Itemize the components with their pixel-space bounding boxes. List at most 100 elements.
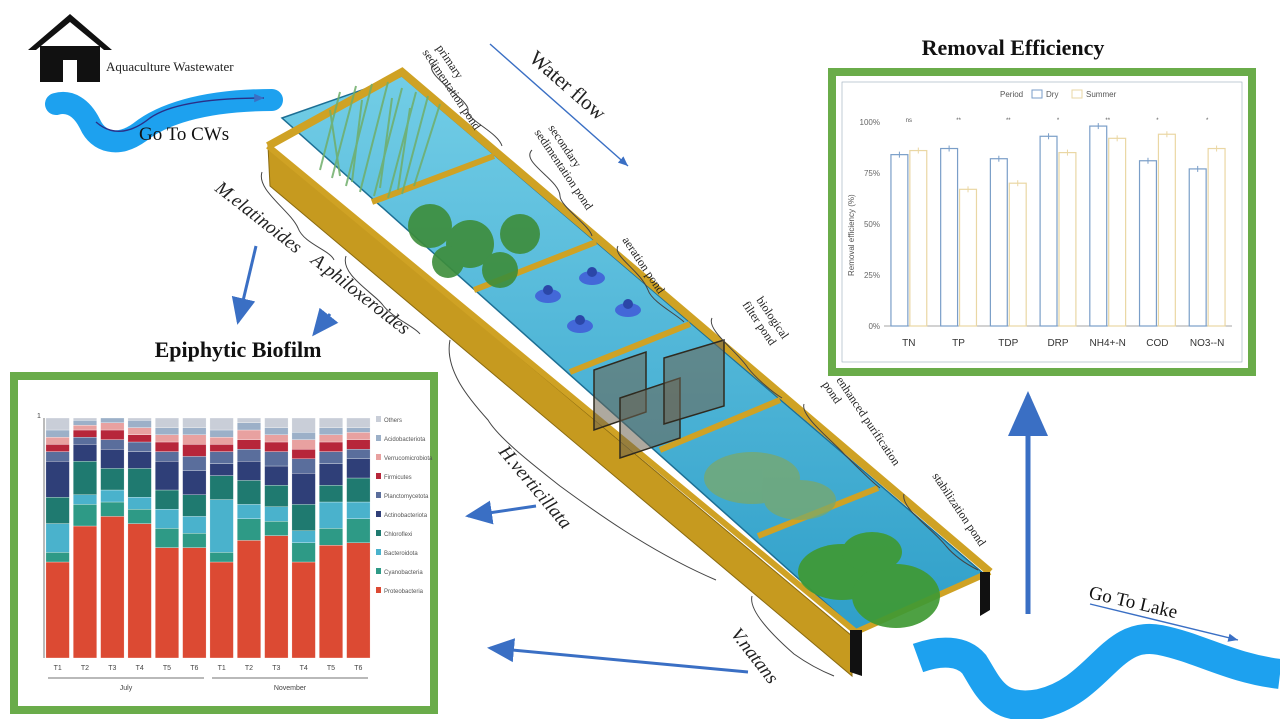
biofilm-segment bbox=[319, 528, 343, 546]
biofilm-segment bbox=[346, 458, 371, 479]
biofilm-segment bbox=[155, 528, 179, 548]
removal-significance-label: ** bbox=[1105, 118, 1110, 124]
biofilm-segment bbox=[319, 451, 343, 464]
biofilm-segment bbox=[209, 451, 234, 464]
biofilm-segment bbox=[264, 465, 289, 486]
biofilm-segment bbox=[45, 429, 70, 438]
removal-bar-dry bbox=[1188, 168, 1207, 327]
biofilm-legend-label: Firmicutes bbox=[384, 475, 412, 481]
biofilm-legend-label: Cyanobacteria bbox=[384, 570, 423, 576]
biofilm-legend-swatch bbox=[376, 435, 381, 441]
biofilm-segment bbox=[346, 449, 371, 459]
biofilm-segment bbox=[264, 485, 289, 507]
removal-bar-summer bbox=[1157, 133, 1176, 327]
flow-arrows bbox=[231, 245, 1048, 674]
removal-x-tick-label: TN bbox=[902, 338, 915, 349]
biofilm-segment bbox=[155, 417, 179, 428]
biofilm-segment bbox=[209, 499, 234, 553]
biofilm-segment bbox=[237, 417, 261, 423]
biofilm-segment bbox=[209, 429, 234, 438]
biofilm-segment bbox=[155, 441, 179, 452]
biofilm-segment bbox=[264, 506, 289, 522]
biofilm-segment bbox=[346, 542, 371, 659]
biofilm-segment bbox=[182, 516, 207, 534]
legend-group-label: Period bbox=[1000, 90, 1023, 99]
biofilm-segment bbox=[209, 561, 234, 659]
biofilm-legend-label: Chloroflexi bbox=[384, 532, 412, 538]
removal-significance-label: ** bbox=[956, 118, 961, 124]
biofilm-x-tick-label: T4 bbox=[136, 665, 144, 672]
biofilm-segment bbox=[346, 432, 371, 440]
biofilm-segment bbox=[100, 468, 125, 491]
legend-label-summer: Summer bbox=[1086, 90, 1117, 99]
removal-bar-summer bbox=[1207, 147, 1226, 327]
removal-bar-dry bbox=[940, 147, 959, 327]
biofilm-segment bbox=[73, 425, 97, 431]
removal-bar-dry bbox=[1138, 160, 1158, 327]
biofilm-y-top-label: 1 bbox=[37, 413, 41, 420]
biofilm-segment bbox=[237, 504, 261, 519]
pond1-reeds bbox=[319, 81, 441, 199]
biofilm-segment bbox=[319, 441, 343, 452]
biofilm-segment bbox=[127, 417, 152, 421]
biofilm-segment bbox=[209, 437, 234, 445]
removal-bar-summer bbox=[1108, 137, 1127, 327]
biofilm-segment bbox=[127, 427, 152, 435]
biofilm-segment bbox=[73, 461, 97, 495]
biofilm-segment bbox=[45, 417, 70, 431]
biofilm-segment bbox=[155, 461, 179, 491]
removal-bar-summer bbox=[1058, 152, 1077, 327]
biofilm-segment bbox=[127, 420, 152, 428]
biofilm-segment bbox=[100, 429, 125, 440]
pond4-label: biological filter pond bbox=[740, 291, 794, 352]
biofilm-group-label: November bbox=[274, 685, 307, 692]
biofilm-segment bbox=[319, 417, 343, 428]
biofilm-segment bbox=[291, 561, 316, 659]
biofilm-segment bbox=[346, 439, 371, 450]
biofilm-legend-swatch bbox=[376, 454, 381, 460]
removal-panel: Removal Efficiency Period Dry Summer Rem… bbox=[828, 35, 1256, 376]
biofilm-segment bbox=[73, 437, 97, 445]
biofilm-segment bbox=[264, 441, 289, 452]
biofilm-segment bbox=[155, 489, 179, 510]
biofilm-segment bbox=[100, 489, 125, 503]
removal-x-tick-label: TP bbox=[952, 338, 965, 349]
biofilm-segment bbox=[209, 444, 234, 452]
removal-bar-summer bbox=[958, 188, 978, 327]
removal-y-tick-label: 0% bbox=[868, 322, 880, 331]
biofilm-segment bbox=[237, 439, 261, 450]
biofilm-segment bbox=[291, 542, 316, 563]
outflow-label: Go To Lake bbox=[1087, 582, 1180, 623]
biofilm-segment bbox=[73, 504, 97, 527]
biofilm-segment bbox=[182, 434, 207, 445]
removal-x-tick-label: NH4+-N bbox=[1090, 338, 1126, 349]
inflow-group: Aquaculture Wastewater Go To CWs bbox=[28, 14, 283, 153]
biofilm-segment bbox=[291, 530, 316, 543]
removal-x-tick-label: TDP bbox=[998, 338, 1018, 349]
biofilm-legend-label: Verrucomicrobiota bbox=[384, 456, 433, 462]
biofilm-segment bbox=[73, 525, 97, 659]
biofilm-panel-title: Epiphytic Biofilm bbox=[155, 337, 322, 362]
arrow-to-biofilm-2 bbox=[312, 307, 339, 337]
biofilm-legend-swatch bbox=[376, 473, 381, 479]
biofilm-segment bbox=[346, 417, 371, 428]
biofilm-segment bbox=[264, 427, 289, 435]
removal-x-tick-label: COD bbox=[1146, 338, 1168, 349]
biofilm-segment bbox=[237, 461, 261, 481]
biofilm-segment bbox=[100, 501, 125, 517]
removal-plot-area: 0%25%50%75%100%TNnsTP**TDP**DRP*NH4+-N**… bbox=[860, 118, 1232, 349]
biofilm-segment bbox=[155, 427, 179, 435]
removal-legend: Period Dry Summer bbox=[1000, 89, 1117, 99]
biofilm-segment bbox=[100, 422, 125, 431]
biofilm-segment bbox=[73, 494, 97, 505]
removal-bar-summer bbox=[1008, 182, 1027, 327]
removal-bar-dry bbox=[989, 158, 1008, 327]
biofilm-segment bbox=[127, 509, 152, 524]
removal-significance-label: * bbox=[1156, 118, 1159, 124]
biofilm-segment bbox=[346, 518, 371, 543]
biofilm-segment bbox=[127, 441, 152, 452]
biofilm-segment bbox=[45, 437, 70, 445]
biofilm-segment bbox=[237, 449, 261, 462]
biofilm-legend-swatch bbox=[376, 530, 381, 536]
biofilm-segment bbox=[182, 417, 207, 428]
